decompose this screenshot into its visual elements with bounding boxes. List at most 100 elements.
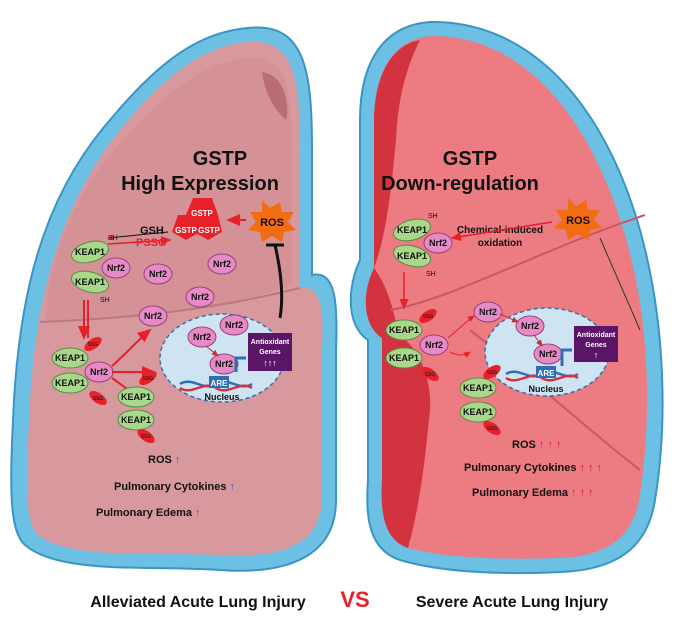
gsh-arrow	[107, 231, 169, 241]
oxidation-label-2: oxidation	[478, 238, 522, 249]
left-genes-box	[248, 333, 292, 371]
ssg-label: SSG	[425, 372, 436, 378]
right-outcomes: ROS ↑ ↑ ↑ Pulmonary Cytokines ↑ ↑ ↑ Pulm…	[464, 439, 602, 499]
nrf2-label: Nrf2	[144, 311, 162, 321]
keap1-label: KEAP1	[463, 407, 493, 417]
right-ros-label: ROS	[566, 215, 590, 227]
nrf2-label: Nrf2	[213, 259, 231, 269]
genes-arrows: ↑	[594, 350, 599, 360]
nucleus-label: Nucleus	[204, 392, 239, 402]
gstp-label-2: GSTP	[175, 226, 197, 235]
right-nucleus: Nrf2 Nrf2 Antioxidant Genes ↑ ARE Nucleu…	[484, 307, 618, 397]
keap1-label: KEAP1	[75, 277, 105, 287]
keap1-label: KEAP1	[55, 378, 85, 388]
right-lung-upper-dark	[374, 40, 420, 268]
genes-arrows: ↑↑↑	[263, 358, 277, 368]
ssg-label: SSG	[93, 396, 104, 402]
right-keap1-nrf2-complex: KEAP1 KEAP1 Nrf2 SH SH	[392, 213, 453, 278]
left-ros-label: ROS	[260, 217, 284, 229]
right-outcome-edema: Pulmonary Edema ↑ ↑ ↑	[472, 487, 594, 499]
nrf2-label: Nrf2	[539, 349, 557, 359]
left-keap1-oxidized: KEAP1 KEAP1 Nrf2 SSG SSG	[51, 336, 114, 406]
right-free-nrf2	[473, 301, 503, 323]
keap1-label: KEAP1	[55, 353, 85, 363]
right-keap1-free: KEAP1 KEAP1 SSG SSG	[459, 364, 501, 436]
nrf2-label: Nrf2	[225, 320, 243, 330]
pssg-label: PSSG	[136, 237, 167, 249]
genes-label-1: Antioxidant	[251, 339, 290, 346]
ssg-label: SSG	[487, 370, 498, 376]
gsh-label: GSH	[140, 225, 164, 237]
left-lung	[10, 26, 338, 572]
genes-label-2: Genes	[585, 342, 607, 349]
nrf2-label: Nrf2	[149, 269, 167, 279]
ssg-label: SSG	[423, 314, 434, 320]
nrf2-label: Nrf2	[425, 340, 443, 350]
right-lobe-fissure	[389, 214, 646, 311]
are-label: ARE	[211, 379, 229, 388]
sh-label: SH	[100, 297, 110, 304]
nrf2-label: Nrf2	[191, 292, 209, 302]
nrf2-label: Nrf2	[193, 332, 211, 342]
right-genes-box	[574, 326, 618, 362]
right-outcome-ros: ROS ↑ ↑ ↑	[512, 439, 562, 451]
right-release-arrow-2	[449, 351, 471, 358]
keap1-label: KEAP1	[389, 353, 419, 363]
right-title-2: Down-regulation	[381, 173, 539, 195]
keap1-label: KEAP1	[463, 383, 493, 393]
gstp-label-1: GSTP	[191, 209, 213, 218]
nrf2-release-arrow	[111, 328, 152, 367]
keap1-label: KEAP1	[75, 247, 105, 257]
ssg-label: SSG	[143, 376, 154, 382]
pssg-arrow	[107, 236, 172, 246]
genes-label-1: Antioxidant	[577, 332, 616, 339]
ssg-label: SSG	[88, 342, 99, 348]
right-lung	[349, 20, 664, 575]
left-lung-shade	[262, 72, 288, 120]
free-nrf2-group: Nrf2 Nrf2 Nrf2 Nrf2	[138, 253, 237, 327]
left-title-2: High Expression	[121, 173, 279, 195]
nrf2-label: Nrf2	[215, 359, 233, 369]
nrf2-label: Nrf2	[429, 238, 447, 248]
left-lung-upper-lobe	[45, 57, 292, 321]
left-lobe-fissure	[39, 287, 301, 323]
nrf2-label: Nrf2	[107, 263, 125, 273]
left-outcome-cytokines: Pulmonary Cytokines ↑	[114, 481, 235, 493]
ssg-label: SSG	[141, 434, 152, 440]
sh-label: SH	[428, 213, 438, 220]
inhibition-line	[273, 244, 284, 319]
gstp-label-3: GSTP	[198, 226, 220, 235]
left-title-1: GSTP	[193, 148, 247, 170]
right-keap1-oxidized: KEAP1 KEAP1 Nrf2 SSG SSG	[385, 308, 449, 382]
sh-label: SH	[108, 235, 118, 242]
vs-label: VS	[340, 587, 369, 612]
are-label: ARE	[538, 369, 556, 378]
left-outcomes: ROS ↑ Pulmonary Cytokines ↑ Pulmonary Ed…	[96, 454, 235, 519]
right-lung-dark-edge	[365, 268, 431, 548]
keap1-label: KEAP1	[121, 415, 151, 425]
left-caption: Alleviated Acute Lung Injury	[90, 594, 306, 611]
right-ros-burst: ROS	[554, 198, 602, 240]
left-nucleus: Nrf2 Nrf2 Nrf2 Antioxidant Genes ↑↑↑ ARE…	[159, 313, 292, 403]
right-title-1: GSTP	[443, 148, 497, 170]
nrf2-label: Nrf2	[90, 367, 108, 377]
nrf2-label: Nrf2	[479, 307, 497, 317]
nucleus-label: Nucleus	[528, 384, 563, 394]
right-lung-body	[365, 35, 648, 559]
keap1-label: KEAP1	[397, 225, 427, 235]
left-keap1-nrf2-complex: KEAP1 KEAP1 Nrf2 SH SH	[70, 235, 131, 304]
gstp-complex: GSTP GSTP GSTP	[172, 198, 222, 240]
genes-label-2: Genes	[259, 349, 281, 356]
right-outcome-cytokines: Pulmonary Cytokines ↑ ↑ ↑	[464, 462, 602, 474]
right-thin-line	[599, 237, 641, 331]
ssg-label: SSG	[487, 426, 498, 432]
left-outcome-ros: ROS ↑	[148, 454, 180, 466]
sh-label: SH	[426, 271, 436, 278]
left-outcome-edema: Pulmonary Edema ↑	[96, 507, 201, 519]
right-release-arrow	[447, 315, 475, 339]
keap1-label: KEAP1	[397, 251, 427, 261]
keap1-label: KEAP1	[121, 392, 151, 402]
oxidation-arrow	[450, 221, 553, 242]
keap1-label: KEAP1	[389, 325, 419, 335]
